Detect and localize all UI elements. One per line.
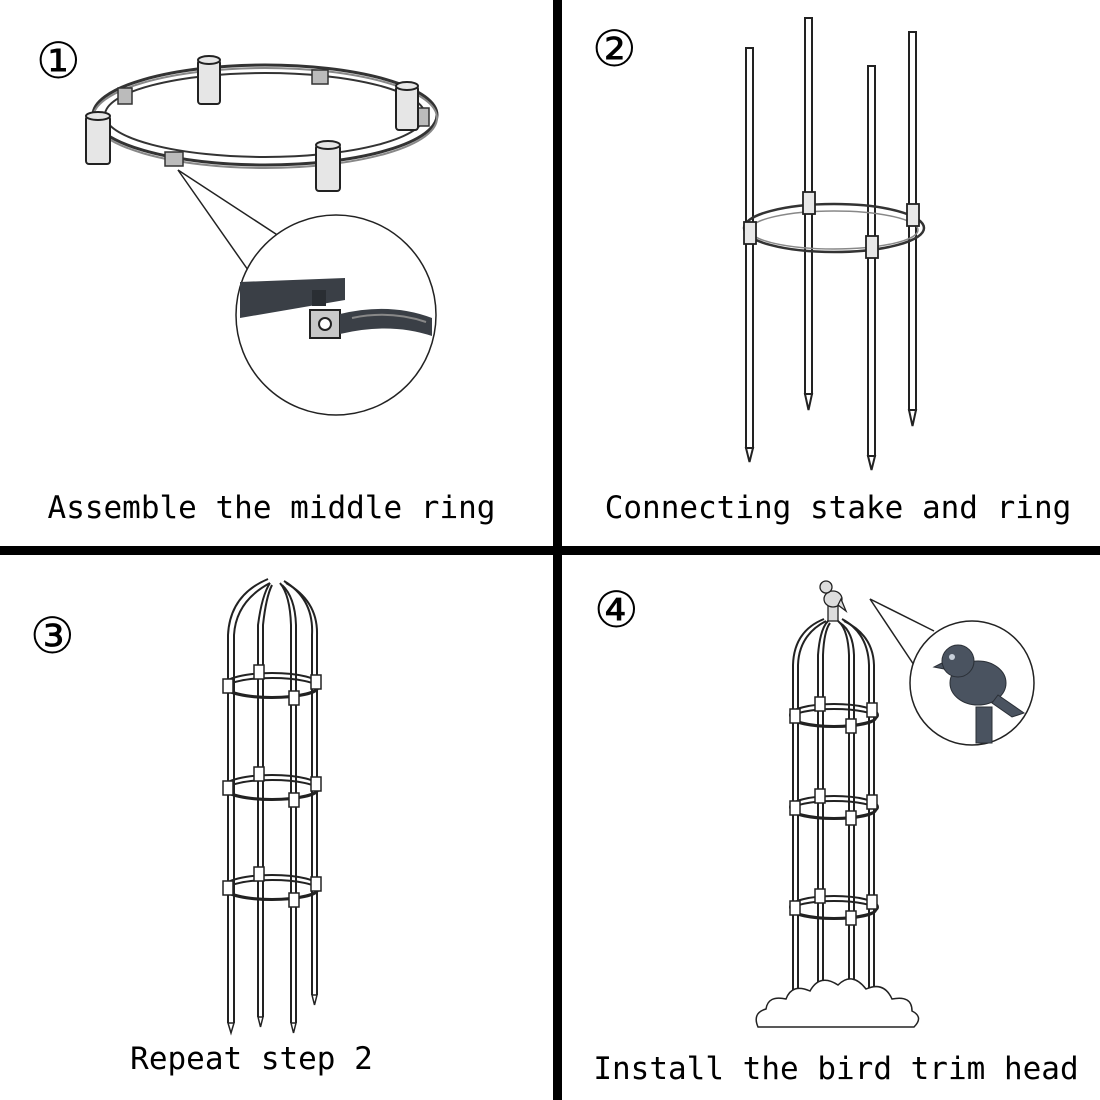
- obelisk-stakes: [792, 618, 875, 1015]
- step-1-caption: Assemble the middle ring: [47, 490, 496, 526]
- bird-topper: [819, 580, 848, 622]
- step-4-number: ④: [594, 581, 639, 639]
- step-3-number: ③: [30, 607, 75, 665]
- obelisk-sleeves: [789, 696, 878, 926]
- step-3-panel: ③: [0, 555, 553, 1100]
- stake-sleeves: [85, 55, 419, 192]
- zoomed-ring-joint: [240, 278, 432, 339]
- step-2-panel: ②: [562, 0, 1100, 546]
- middle-ring: [91, 63, 439, 169]
- assembled-frame-illustration: [222, 578, 322, 1036]
- sleeves: [743, 191, 920, 259]
- ring: [742, 202, 926, 254]
- horizontal-divider: [0, 546, 1100, 555]
- step-2-caption: Connecting stake and ring: [604, 490, 1072, 526]
- soil-mound: [755, 978, 920, 1028]
- step-1-number: ①: [36, 32, 81, 90]
- stake-ring-illustration: [742, 17, 926, 471]
- frame-sleeves: [222, 664, 322, 908]
- step-4-panel: ④: [562, 555, 1100, 1100]
- zoomed-bird: [932, 644, 1026, 744]
- stake-tips: [226, 994, 318, 1036]
- middle-ring-illustration: [85, 55, 439, 416]
- frame-stakes: [227, 578, 319, 1023]
- step-1-panel: ①: [0, 0, 553, 546]
- step-3-caption: Repeat step 2: [130, 1041, 373, 1077]
- bird-head-illustration: [755, 580, 1035, 1028]
- step-4-caption: Install the bird trim head: [593, 1051, 1079, 1087]
- obelisk-rings: [789, 703, 879, 920]
- step-2-number: ②: [592, 20, 637, 78]
- frame-rings: [223, 672, 321, 901]
